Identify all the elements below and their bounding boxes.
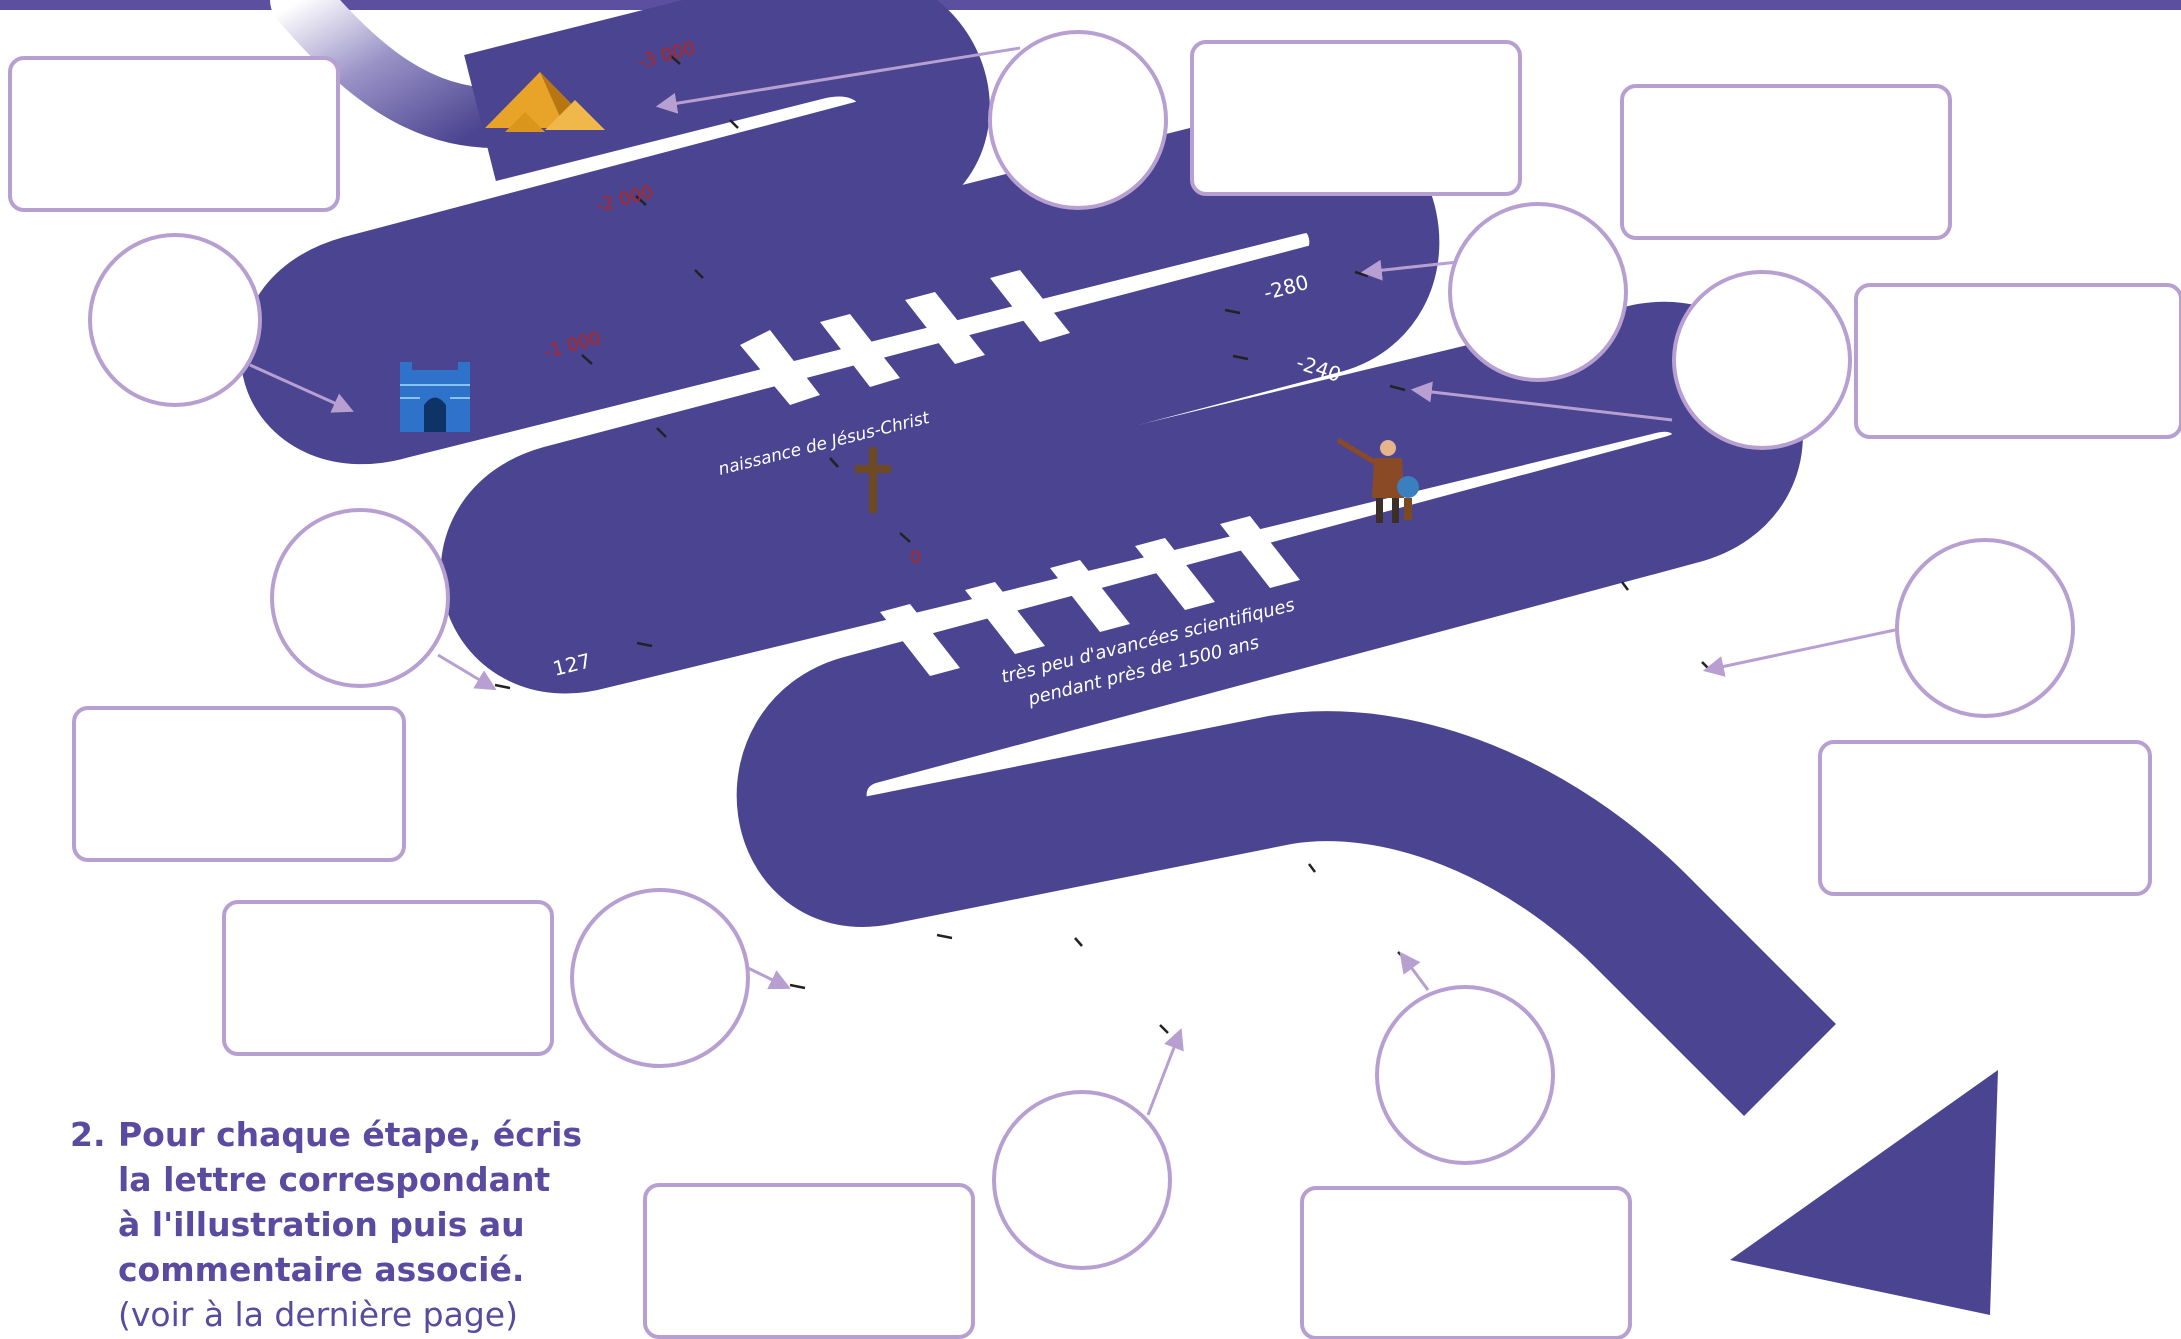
instruction-number: 2. xyxy=(70,1112,106,1157)
label-1580: 1580 xyxy=(842,941,897,977)
answer-box-1[interactable] xyxy=(10,58,338,210)
label-1609: 1609 xyxy=(1094,954,1148,1006)
answer-box-2[interactable] xyxy=(1192,42,1520,194)
letter-circle-4[interactable] xyxy=(1674,272,1850,448)
ishtar-gate-icon xyxy=(400,362,470,432)
letter-circle-3[interactable] xyxy=(1450,204,1626,380)
letter-circle-9[interactable] xyxy=(1377,987,1553,1163)
instruction-text: 2. Pour chaque étape, écris la lettre co… xyxy=(70,1112,630,1337)
instruction-line-4: commentaire associé. xyxy=(118,1247,630,1292)
instruction-line-1: Pour chaque étape, écris xyxy=(118,1112,630,1157)
instruction-body: Pour chaque étape, écris la lettre corre… xyxy=(118,1112,630,1292)
answer-box-9[interactable] xyxy=(1302,1188,1630,1338)
letter-circle-8[interactable] xyxy=(994,1092,1170,1268)
label-1620: 1620 xyxy=(1327,878,1381,930)
instruction-line-3: à l'illustration puis au xyxy=(118,1202,630,1247)
answer-box-6[interactable] xyxy=(1820,742,2150,894)
answer-box-7[interactable] xyxy=(224,902,552,1054)
answer-box-3[interactable] xyxy=(1622,86,1950,238)
letter-circle-5[interactable] xyxy=(272,510,448,686)
answer-box-8[interactable] xyxy=(645,1185,973,1337)
answer-box-4[interactable] xyxy=(1856,285,2181,437)
letter-circle-7[interactable] xyxy=(572,890,748,1066)
letter-circle-6[interactable] xyxy=(1897,540,2073,716)
label-1512: 1512 xyxy=(1637,598,1691,650)
letter-circle-2[interactable] xyxy=(990,32,1166,208)
answer-box-5[interactable] xyxy=(74,708,404,860)
instruction-line-2: la lettre correspondant xyxy=(118,1157,630,1202)
letter-circle-1[interactable] xyxy=(90,235,260,405)
label-zero: 0 xyxy=(910,548,921,568)
instruction-note: (voir à la dernière page) xyxy=(118,1292,630,1337)
road-arrowhead xyxy=(1730,1070,1998,1315)
